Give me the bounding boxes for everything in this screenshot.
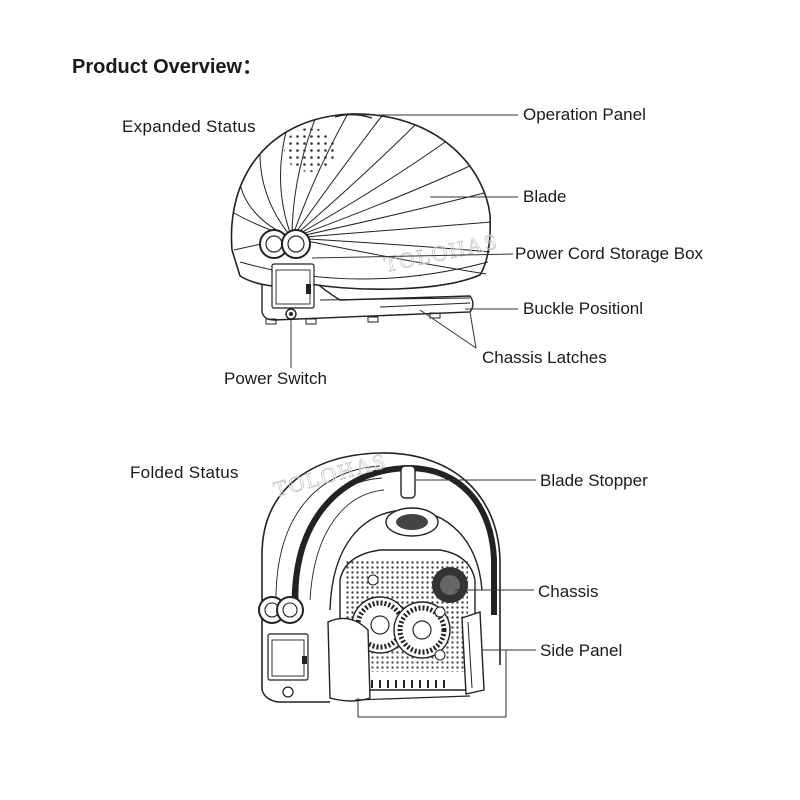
label-operation-panel: Operation Panel: [523, 105, 646, 124]
folded-side-panel-left: [327, 617, 371, 702]
expanded-cord-box: [271, 263, 315, 309]
leader-power-cord-storage-box: [311, 253, 514, 259]
expanded-speaker-grille: [284, 128, 336, 172]
label-power-switch: Power Switch: [224, 369, 327, 388]
leader-side-panel-bracket: [357, 650, 507, 718]
label-power-cord-storage-box: Power Cord Storage Box: [515, 244, 704, 263]
label-chassis-latches: Chassis Latches: [482, 348, 607, 367]
label-blade-stopper: Blade Stopper: [540, 471, 648, 490]
expanded-status-label: Expanded Status: [122, 117, 256, 136]
expanded-hub-right: [281, 229, 311, 259]
label-buckle-position: Buckle Positionl: [523, 299, 644, 318]
label-side-panel: Side Panel: [540, 641, 623, 660]
leader-lines: [290, 114, 536, 718]
folded-fan-right: [393, 601, 451, 659]
expanded-device-illustration: [230, 113, 491, 325]
folded-blade-stopper: [400, 465, 416, 499]
page-title: Product Overview：: [72, 56, 263, 78]
leader-chassis-latch-1: [419, 309, 477, 349]
folded-device-illustration: [258, 452, 501, 703]
folded-side-panel-right: [461, 611, 485, 695]
folded-status-label: Folded Status: [130, 463, 239, 482]
folded-cord-box: [267, 633, 309, 681]
label-chassis: Chassis: [538, 582, 599, 601]
label-blade: Blade: [523, 187, 567, 206]
leader-chassis-latch-2: [469, 311, 477, 349]
